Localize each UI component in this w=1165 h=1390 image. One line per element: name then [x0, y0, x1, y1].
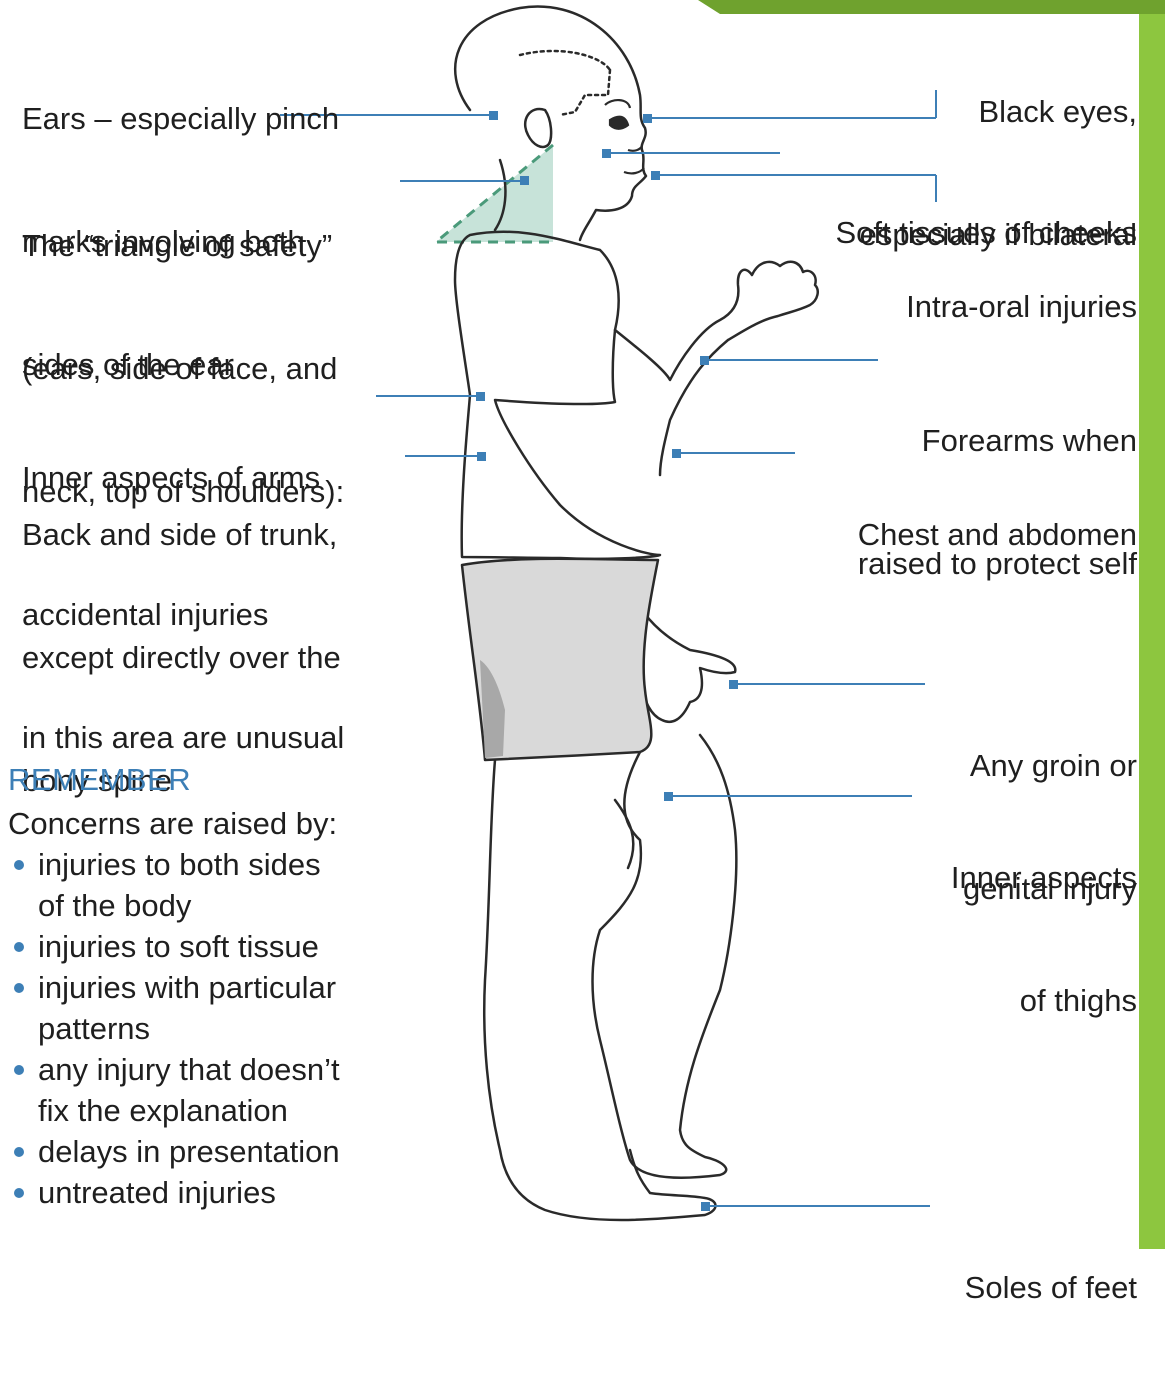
label-thighs-line2: of thighs: [951, 980, 1137, 1021]
remember-item-text: untreated injuries: [38, 1175, 276, 1210]
bullet-dot: [14, 1188, 24, 1198]
hairline: [520, 51, 610, 70]
raised-arm: [615, 262, 818, 475]
shirt-outline: [455, 232, 660, 559]
remember-item: injuries to both sides of the body: [8, 844, 340, 926]
remember-item-text: any injury that doesn’t fix the explanat…: [38, 1052, 340, 1128]
label-black-eyes-line1: Black eyes,: [860, 91, 1137, 132]
remember-list: injuries to both sides of the body injur…: [8, 844, 340, 1213]
front-leg: [593, 735, 737, 1178]
back-leg: [484, 760, 715, 1220]
bullet-dot: [14, 1065, 24, 1075]
remember-item: any injury that doesn’t fix the explanat…: [8, 1049, 340, 1131]
hair-boundary: [560, 70, 610, 115]
remember-item: injuries with particular patterns: [8, 967, 340, 1049]
label-chest-line1: Chest and abdomen: [858, 514, 1137, 555]
label-intra-oral-line1: Intra-oral injuries: [906, 286, 1137, 327]
label-soles-line1: Soles of feet: [965, 1267, 1137, 1308]
diagram-stage: Ears – especially pinch marks involving …: [0, 0, 1165, 1249]
ear: [525, 109, 551, 147]
label-ears-line1: Ears – especially pinch: [22, 98, 339, 139]
bullet-dot: [14, 860, 24, 870]
remember-item: injuries to soft tissue: [8, 926, 340, 967]
bullet-dot: [14, 942, 24, 952]
label-chest: Chest and abdomen: [858, 432, 1137, 637]
remember-item: delays in presentation: [8, 1131, 340, 1172]
label-thighs-line1: Inner aspects: [951, 857, 1137, 898]
face-details: [605, 100, 644, 173]
remember-item-text: injuries to soft tissue: [38, 929, 319, 964]
remember-item-text: delays in presentation: [38, 1134, 340, 1169]
bullet-dot: [14, 1147, 24, 1157]
remember-item-text: injuries with particular patterns: [38, 970, 336, 1046]
remember-title: REMEMBER: [8, 762, 191, 798]
bullet-dot: [14, 983, 24, 993]
label-soles: Soles of feet: [965, 1185, 1137, 1390]
side-accent-bar: [1139, 0, 1165, 1249]
remember-item-text: injuries to both sides of the body: [38, 847, 321, 923]
label-thighs: Inner aspects of thighs: [951, 775, 1137, 1103]
label-trunk-line1: Back and side of trunk,: [22, 514, 341, 555]
remember-item: untreated injuries: [8, 1172, 340, 1213]
label-trunk-line2: except directly over the: [22, 637, 341, 678]
remember-intro: Concerns are raised by:: [8, 803, 337, 844]
label-triangle-line1: The “triangle of safety”: [22, 225, 344, 266]
